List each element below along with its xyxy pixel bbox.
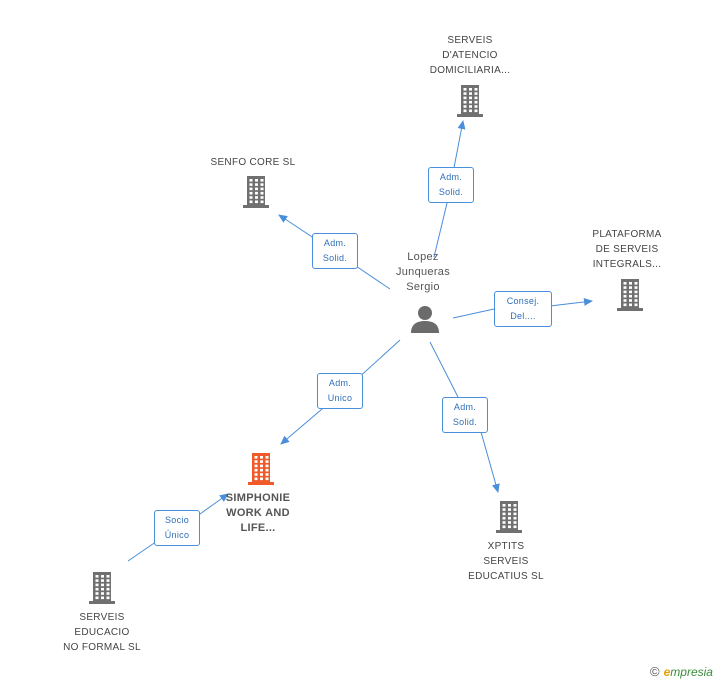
relation-badge-plataforma[interactable]: Consej. Del.... — [494, 291, 552, 327]
company-label-plataforma[interactable]: PLATAFORMA DE SERVEIS INTEGRALS... — [592, 229, 662, 270]
company-label-atencio[interactable]: SERVEIS D'ATENCIO DOMICILIARIA... — [429, 35, 511, 76]
company-label-simphonie[interactable]: SIMPHONIE WORK AND LIFE... — [225, 492, 291, 534]
relation-badge-xptits[interactable]: Adm. Solid. — [442, 397, 488, 433]
relation-badge-atencio[interactable]: Adm. Solid. — [428, 167, 474, 203]
copyright-symbol: © — [650, 664, 660, 679]
building-icon[interactable] — [240, 175, 272, 214]
company-label-senfo[interactable]: SENFO CORE SL — [210, 157, 296, 168]
person-icon[interactable] — [410, 304, 440, 334]
brand-name: mpresia — [670, 665, 713, 679]
empresia-logo[interactable]: ©empresia — [650, 664, 713, 679]
relation-badge-educacio[interactable]: Socio Único — [154, 510, 200, 546]
building-icon[interactable] — [493, 500, 525, 539]
company-label-xptits[interactable]: XPTITS SERVEIS EDUCATIUS SL — [468, 541, 544, 582]
building-icon[interactable] — [454, 84, 486, 123]
relation-badge-simphonie[interactable]: Adm. Unico — [317, 373, 363, 409]
building-icon[interactable] — [614, 278, 646, 317]
brand-initial: e — [663, 665, 671, 679]
building-icon[interactable] — [245, 452, 277, 491]
person-name[interactable]: Lopez Junqueras Sergio — [395, 251, 451, 293]
building-icon[interactable] — [86, 571, 118, 610]
company-label-educacio[interactable]: SERVEIS EDUCACIO NO FORMAL SL — [63, 612, 141, 653]
relation-badge-senfo[interactable]: Adm. Solid. — [312, 233, 358, 269]
